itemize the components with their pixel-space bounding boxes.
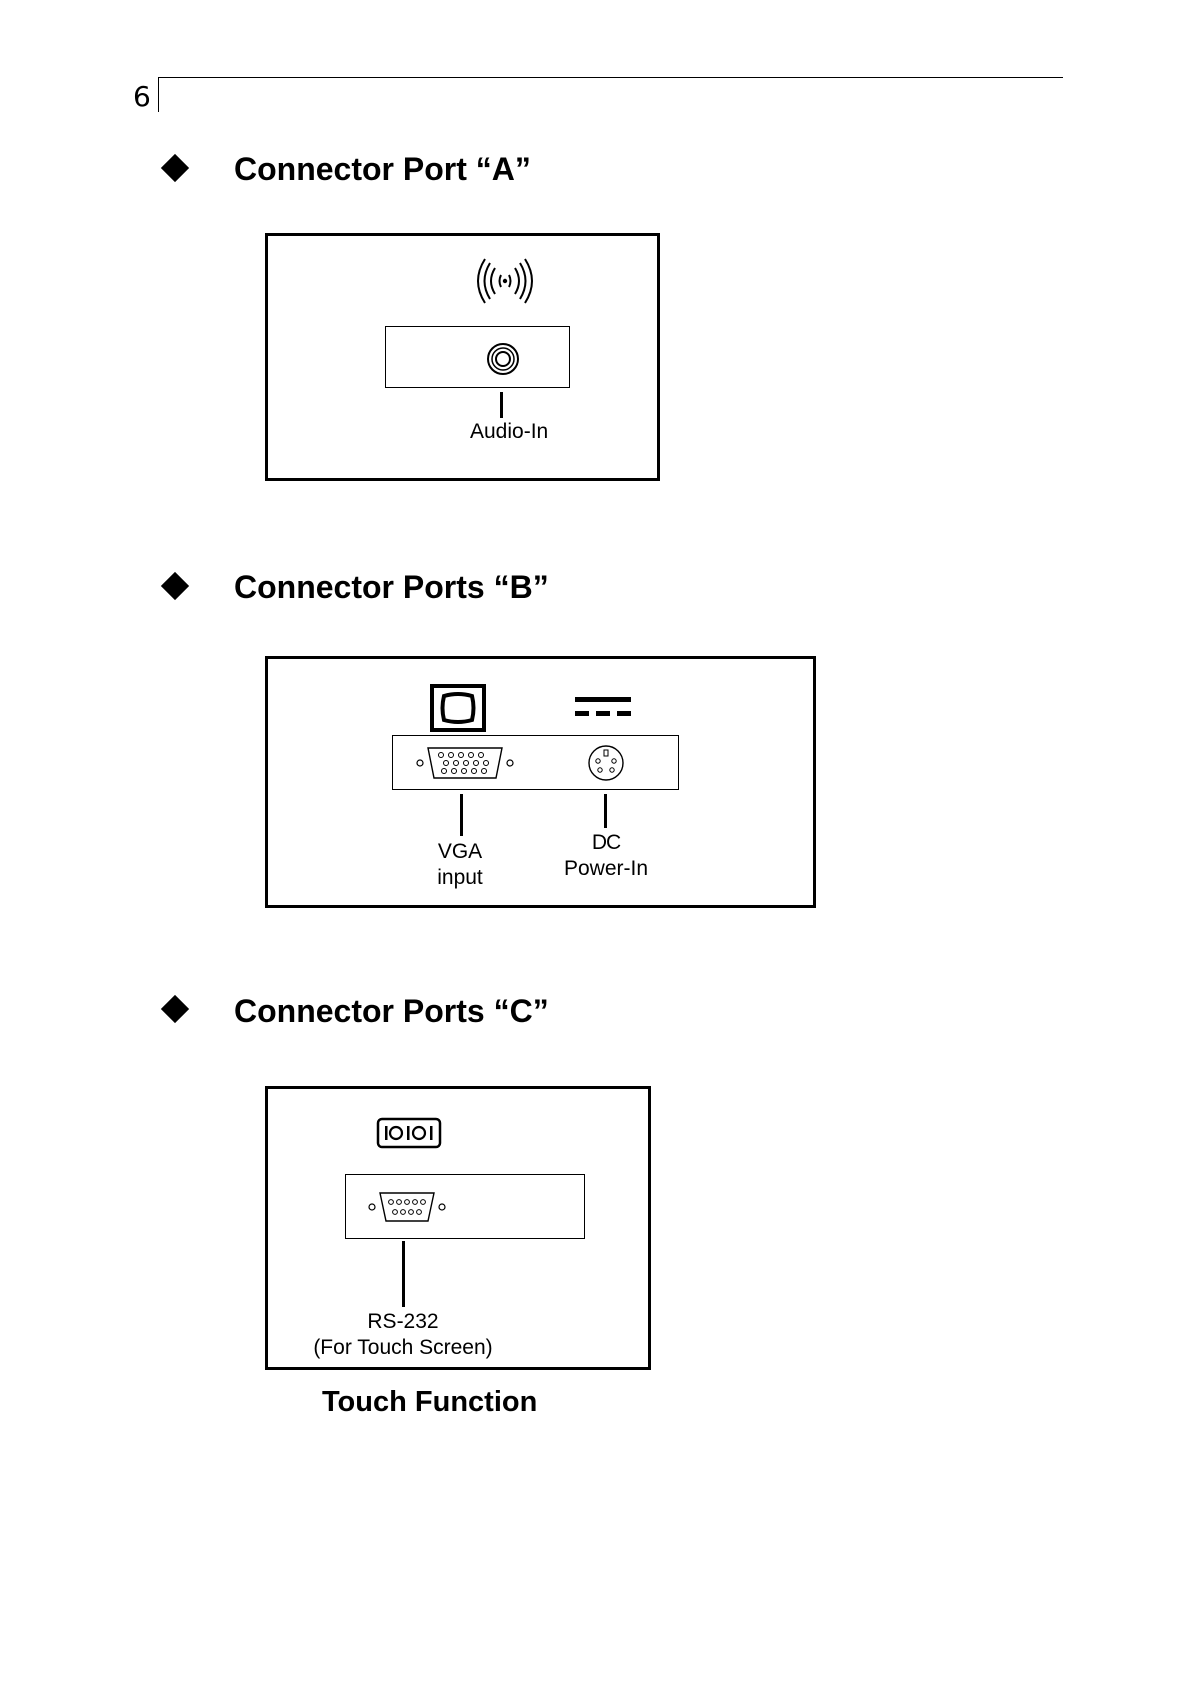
- audio-jack-icon[interactable]: [485, 342, 521, 376]
- rs232-label-line2: (For Touch Screen): [308, 1335, 498, 1361]
- section-a-connector-plate: [385, 326, 570, 388]
- vga-label-line1: VGA: [425, 839, 495, 865]
- section-c-heading: Connector Ports “C”: [234, 993, 549, 1030]
- rs232-label-line1: RS-232: [308, 1309, 498, 1335]
- vga-leader-line: [460, 794, 463, 836]
- section-c-connector-plate: [345, 1174, 585, 1239]
- dc-power-in-label: DC Power-In: [561, 830, 651, 882]
- rs232-label: RS-232 (For Touch Screen): [308, 1309, 498, 1361]
- page-number: 6: [133, 80, 151, 113]
- serial-ioioi-icon: [376, 1117, 442, 1149]
- bullet-diamond: [161, 154, 189, 182]
- audio-in-leader-line: [500, 392, 503, 418]
- dc-label-line1: DC: [561, 830, 651, 856]
- vga-label: VGA input: [425, 839, 495, 891]
- section-c-panel: RS-232 (For Touch Screen): [265, 1086, 651, 1370]
- rs232-leader-line: [402, 1241, 405, 1307]
- section-b-heading: Connector Ports “B”: [234, 569, 549, 606]
- audio-in-label: Audio-In: [470, 419, 548, 445]
- dc-leader-line: [604, 794, 607, 828]
- monitor-icon: [430, 684, 486, 732]
- touch-function-caption: Touch Function: [322, 1386, 537, 1419]
- bullet-diamond: [161, 572, 189, 600]
- header-rule-vertical: [158, 77, 159, 112]
- dc-label-line2: Power-In: [561, 856, 651, 882]
- db9-port-icon[interactable]: [366, 1189, 448, 1225]
- section-a-heading: Connector Port “A”: [234, 151, 531, 188]
- bullet-diamond: [161, 995, 189, 1023]
- dc-jack-icon[interactable]: [587, 744, 625, 782]
- header-rule: [158, 77, 1063, 78]
- section-b-connector-plate: [392, 735, 679, 790]
- section-a-panel: Audio-In: [265, 233, 660, 481]
- vga-port-icon[interactable]: [414, 744, 516, 782]
- section-b-panel: VGA input DC Power-In: [265, 656, 816, 908]
- dc-power-icon: [575, 697, 631, 723]
- vga-label-line2: input: [425, 865, 495, 891]
- audio-waves-icon: [477, 258, 533, 304]
